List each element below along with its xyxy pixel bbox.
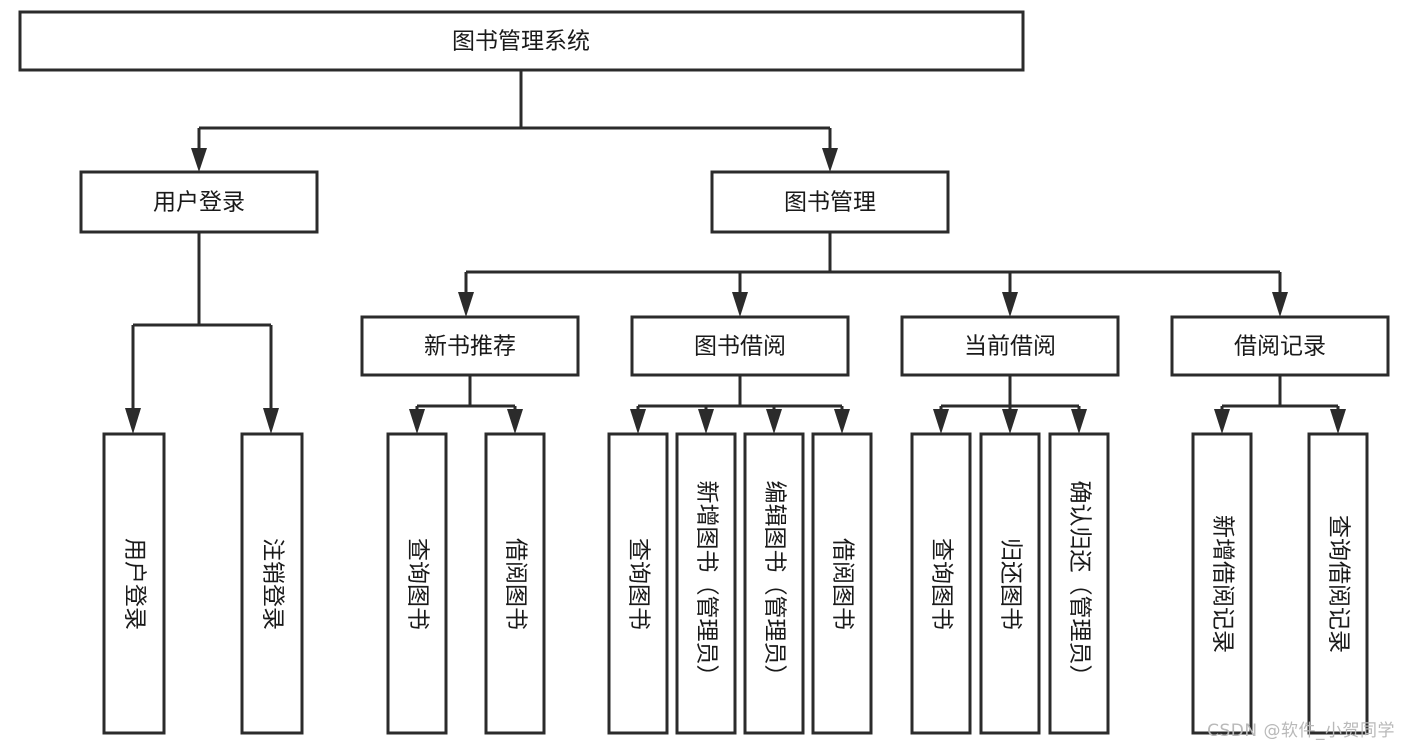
leaf-query-book-borrow[interactable]: 查询图书 xyxy=(607,432,669,735)
leaf-confirm-return-box[interactable] xyxy=(1048,432,1110,735)
leaf-confirm-return[interactable]: 确认归还（管理员） xyxy=(1048,432,1110,735)
arrow-head-current-borrow xyxy=(1002,292,1018,317)
node-borrow-record-label: 借阅记录 xyxy=(1234,334,1326,360)
leaf-query-borrow-record-box[interactable] xyxy=(1307,432,1369,735)
node-root-book-management-system[interactable]: 图书管理系统 xyxy=(18,10,1025,72)
leaf-logout[interactable]: 注销登录 xyxy=(240,432,304,735)
arrow-head-leaf-return-book xyxy=(1002,409,1018,434)
connector-group xyxy=(125,70,1346,434)
arrow-head-new-book xyxy=(458,292,474,317)
leaf-add-book-label: 新增图书（管理员） xyxy=(694,481,720,688)
node-book-borrow-label: 图书借阅 xyxy=(694,334,786,360)
leaf-edit-book-box[interactable] xyxy=(743,432,805,735)
leaf-query-borrow-record[interactable]: 查询借阅记录 xyxy=(1307,432,1369,735)
arrow-head-leaf-edit-book xyxy=(766,409,782,434)
leaf-query-book-current-label: 查询图书 xyxy=(929,538,955,630)
leaf-add-borrow-record-box[interactable] xyxy=(1191,432,1253,735)
leaf-borrow-book-label: 借阅图书 xyxy=(830,538,856,630)
node-new-book-recommendation[interactable]: 新书推荐 xyxy=(360,315,580,377)
leaf-borrow-book-recommend-box[interactable] xyxy=(484,432,546,735)
leaf-return-book-label: 归还图书 xyxy=(998,538,1024,630)
node-current-borrow-label: 当前借阅 xyxy=(964,334,1056,360)
leaf-return-book[interactable]: 归还图书 xyxy=(979,432,1041,735)
arrow-head-leaf-add-book xyxy=(698,409,714,434)
leaf-query-book-recommend[interactable]: 查询图书 xyxy=(386,432,448,735)
node-root-label: 图书管理系统 xyxy=(452,29,590,55)
leaf-query-book-current[interactable]: 查询图书 xyxy=(910,432,972,735)
leaf-edit-book[interactable]: 编辑图书（管理员） xyxy=(743,432,805,735)
node-user-login[interactable]: 用户登录 xyxy=(79,170,319,234)
arrow-head-leaf-add-record xyxy=(1214,409,1230,434)
leaf-user-login-label: 用户登录 xyxy=(122,538,148,630)
arrow-head-user-login xyxy=(191,148,207,172)
leaf-add-book[interactable]: 新增图书（管理员） xyxy=(675,432,737,735)
leaf-edit-book-label: 编辑图书（管理员） xyxy=(762,481,788,688)
arrow-head-leaf-borrow-book-2 xyxy=(834,409,850,434)
leaf-borrow-book[interactable]: 借阅图书 xyxy=(811,432,873,735)
leaf-add-borrow-record[interactable]: 新增借阅记录 xyxy=(1191,432,1253,735)
node-borrow-record[interactable]: 借阅记录 xyxy=(1170,315,1390,377)
node-borrow-record-box[interactable] xyxy=(1170,315,1390,377)
node-new-book-recommendation-box[interactable] xyxy=(360,315,580,377)
node-book-management[interactable]: 图书管理 xyxy=(710,170,950,234)
arrow-head-leaf-query-book-3 xyxy=(933,409,949,434)
leaf-user-login-box[interactable] xyxy=(102,432,166,735)
leaf-query-book-current-box[interactable] xyxy=(910,432,972,735)
leaf-query-book-borrow-box[interactable] xyxy=(607,432,669,735)
leaf-return-book-box[interactable] xyxy=(979,432,1041,735)
leaf-borrow-book-recommend-label: 借阅图书 xyxy=(503,538,529,630)
node-book-management-label: 图书管理 xyxy=(784,190,876,216)
leaf-logout-label: 注销登录 xyxy=(260,538,286,630)
arrow-head-leaf-query-record xyxy=(1330,409,1346,434)
arrow-head-leaf-user-login xyxy=(125,408,141,434)
leaf-borrow-book-recommend[interactable]: 借阅图书 xyxy=(484,432,546,735)
node-user-login-box[interactable] xyxy=(79,170,319,234)
node-user-login-label: 用户登录 xyxy=(153,190,245,216)
node-current-borrow[interactable]: 当前借阅 xyxy=(900,315,1120,377)
leaf-add-borrow-record-label: 新增借阅记录 xyxy=(1210,515,1236,653)
leaf-query-book-recommend-box[interactable] xyxy=(386,432,448,735)
leaf-user-login[interactable]: 用户登录 xyxy=(102,432,166,735)
arrow-head-leaf-logout xyxy=(263,408,279,434)
leaf-add-book-box[interactable] xyxy=(675,432,737,735)
node-book-borrow[interactable]: 图书借阅 xyxy=(630,315,850,377)
arrow-head-borrow-record xyxy=(1272,292,1288,317)
arrow-head-leaf-confirm-return xyxy=(1071,409,1087,434)
arrow-head-book-borrow xyxy=(732,292,748,317)
node-current-borrow-box[interactable] xyxy=(900,315,1120,377)
arrow-head-leaf-borrow-book-1 xyxy=(507,409,523,434)
leaf-confirm-return-label: 确认归还（管理员） xyxy=(1067,481,1093,688)
leaf-query-borrow-record-label: 查询借阅记录 xyxy=(1326,515,1352,653)
arrow-head-leaf-query-book-2 xyxy=(630,409,646,434)
csdn-watermark: CSDN @软件_小贺同学 xyxy=(1207,721,1395,741)
node-book-borrow-box[interactable] xyxy=(630,315,850,377)
leaf-query-book-recommend-label: 查询图书 xyxy=(405,538,431,630)
leaf-logout-box[interactable] xyxy=(240,432,304,735)
node-book-management-box[interactable] xyxy=(710,170,950,234)
node-root-box[interactable] xyxy=(18,10,1025,72)
leaf-query-book-borrow-label: 查询图书 xyxy=(626,538,652,630)
arrow-head-leaf-query-book-1 xyxy=(409,409,425,434)
node-new-book-recommendation-label: 新书推荐 xyxy=(424,334,516,360)
leaf-borrow-book-box[interactable] xyxy=(811,432,873,735)
arrow-head-book-mgmt xyxy=(822,148,838,172)
